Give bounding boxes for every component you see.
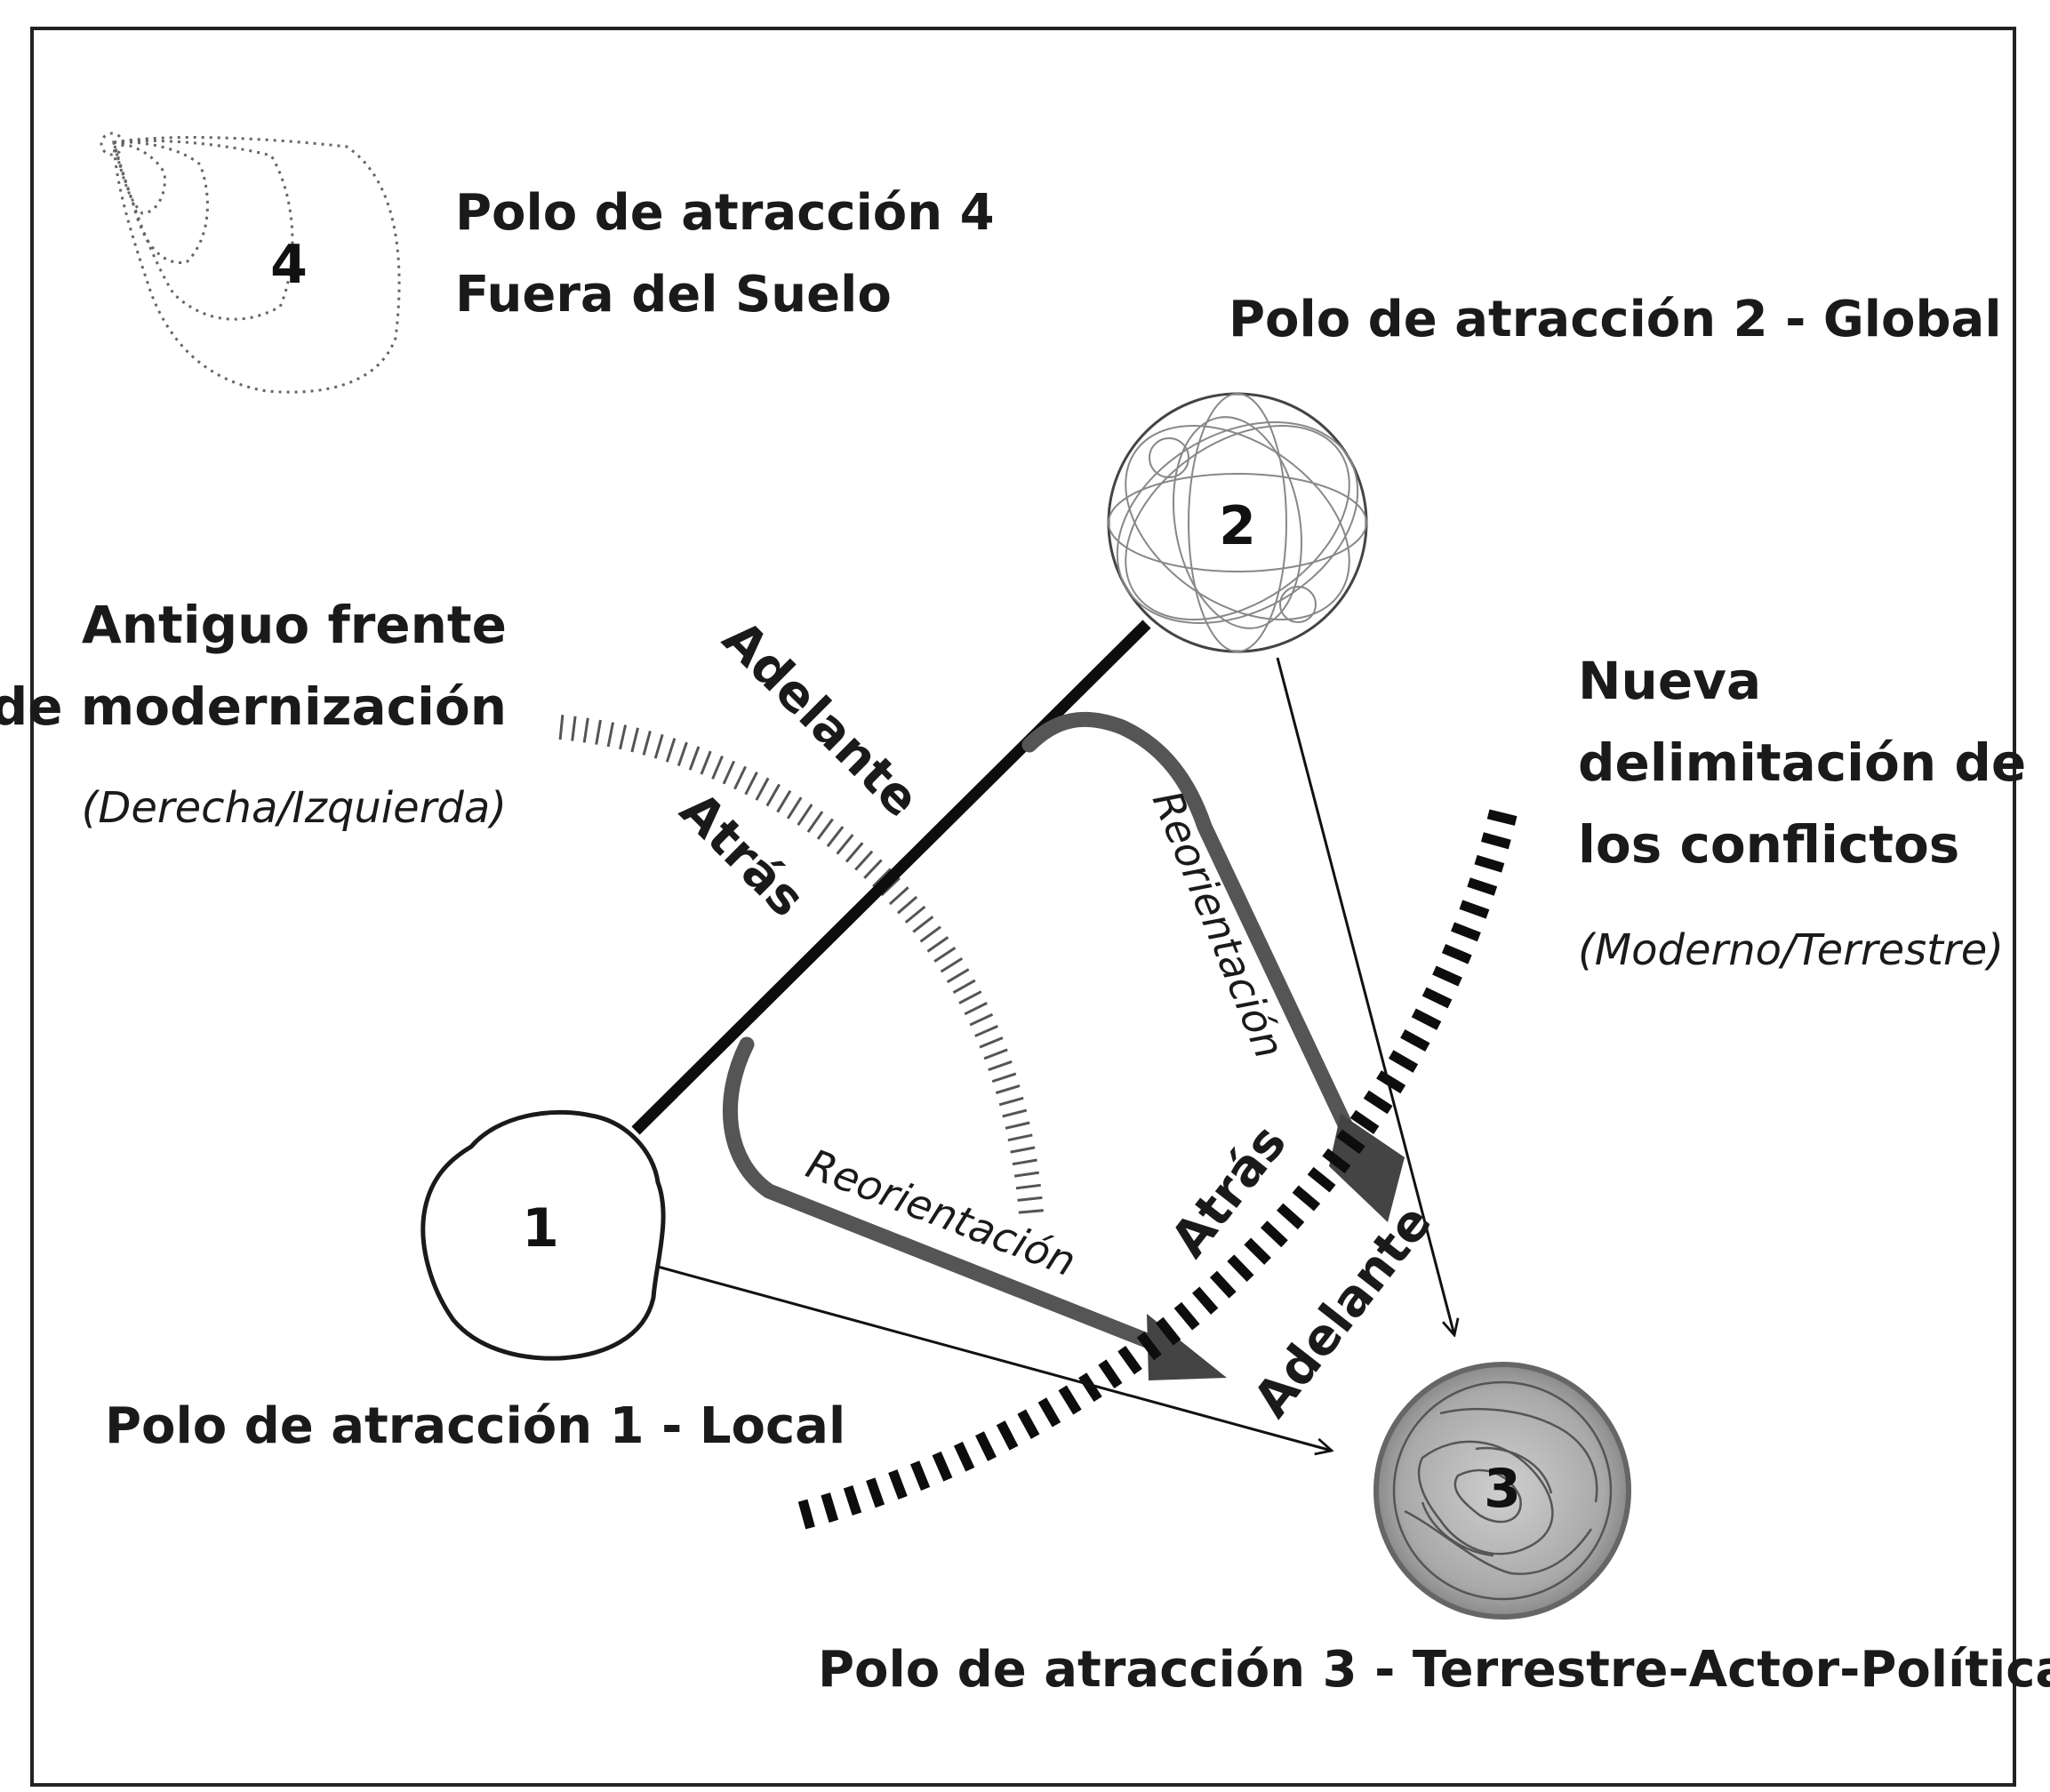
pole-2-globe (1107, 392, 1368, 653)
old-front-subtitle: (Derecha/Izquierda) (82, 783, 507, 833)
pole-2-label: Polo de atracción 2 - Global (1229, 291, 2002, 348)
old-front-line2: de modernización (0, 676, 507, 737)
pole-3-number: 3 (1484, 1458, 1521, 1520)
new-front-dashed-curve (797, 805, 1518, 1530)
pole-1-shape (420, 1109, 666, 1361)
thin-arrow-2-to-3 (1276, 657, 1454, 1335)
old-axis-line (631, 620, 1151, 1135)
old-front-line1: Antiguo frente (82, 595, 507, 655)
pole-4-label-line1: Polo de atracción 4 (455, 184, 995, 242)
thin-arrow-1-to-3 (657, 1265, 1332, 1451)
pole-1-number: 1 (522, 1197, 559, 1260)
pole-4-label-line2: Fuera del Suelo (455, 266, 892, 324)
pole-4-number: 4 (270, 234, 308, 296)
new-front-line2: delimitación de (1578, 732, 2026, 793)
diagram-frame (30, 27, 2016, 1787)
pole-1-label: Polo de atracción 1 - Local (105, 1397, 845, 1455)
pole-3-label: Polo de atracción 3 - Terrestre-Actor-Po… (818, 1641, 2050, 1699)
pole-2-number: 2 (1219, 495, 1256, 557)
pole-4-shape (100, 132, 401, 394)
new-front-line1: Nueva (1578, 651, 1761, 711)
new-front-subtitle: (Moderno/Terrestre) (1578, 925, 2004, 975)
pole-3-earth (1373, 1362, 1631, 1620)
new-front-line3: los conflictos (1578, 814, 1959, 875)
